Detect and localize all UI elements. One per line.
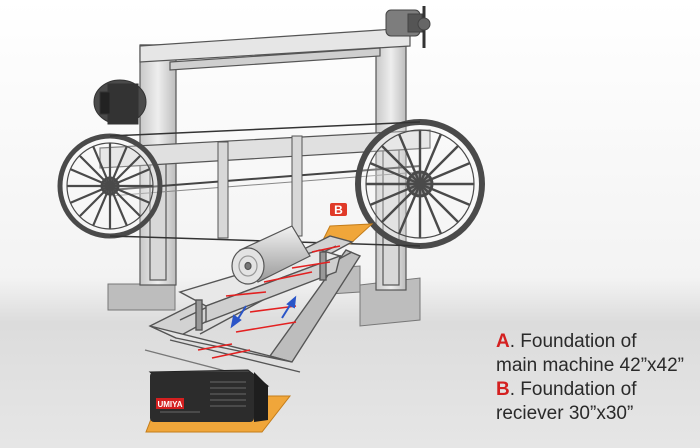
alignment-markers bbox=[197, 245, 341, 359]
log bbox=[231, 225, 311, 285]
right-band-wheel bbox=[355, 119, 485, 249]
legend-item-b-line1: B. Foundation of bbox=[496, 378, 700, 402]
left-motor bbox=[93, 79, 147, 125]
receiver-brand-label: UMIYA bbox=[157, 400, 182, 409]
top-beam bbox=[139, 27, 411, 71]
direction-arrows bbox=[230, 295, 297, 329]
legend-text-a1: . Foundation of bbox=[509, 331, 637, 352]
left-band-wheel bbox=[57, 133, 163, 239]
legend-key-a: A bbox=[496, 331, 510, 352]
top-motor bbox=[385, 6, 431, 48]
legend-text-b1: . Foundation of bbox=[509, 379, 637, 400]
badge-b-label: B bbox=[334, 203, 343, 217]
foundation-legend: A. Foundation of main machine 42”x42” B.… bbox=[496, 330, 700, 426]
legend-item-b-line2: reciever 30”x30” bbox=[496, 403, 634, 424]
legend-item-a-line2: main machine 42”x42” bbox=[496, 355, 684, 376]
receiver-callout-badge: B bbox=[330, 203, 347, 217]
receiver-unit: UMIYA bbox=[148, 369, 270, 422]
legend-item-a-line1: A. Foundation of bbox=[496, 330, 700, 354]
legend-key-b: B bbox=[496, 379, 510, 400]
